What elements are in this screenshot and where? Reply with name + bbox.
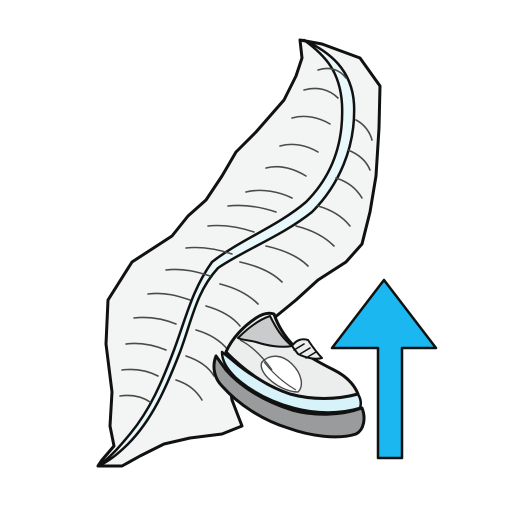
leaf-midrib	[96, 38, 356, 468]
shoe-leaf-logo-rib	[263, 361, 297, 391]
up-arrow-icon	[330, 278, 438, 460]
shoe-stripe	[239, 339, 273, 371]
shoe-laces	[293, 343, 317, 359]
shoe-outsole	[212, 354, 366, 439]
leaf-veins	[119, 67, 373, 403]
running-shoe-icon	[212, 311, 366, 439]
shoe-leaf-logo	[260, 355, 303, 393]
banana-leaf-icon	[96, 38, 382, 468]
arrow-shape	[330, 278, 438, 460]
